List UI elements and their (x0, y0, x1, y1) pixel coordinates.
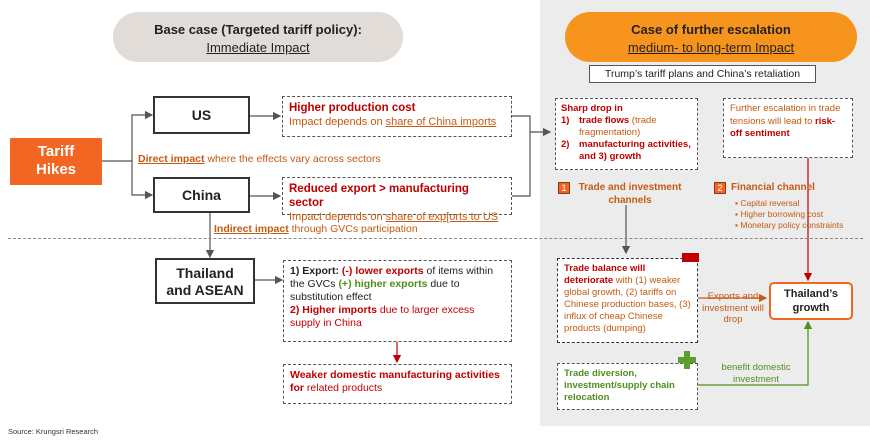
source-note: Source: Krungsri Research (8, 427, 99, 436)
china-node: China (153, 177, 250, 213)
base-case-title: Base case (Targeted tariff policy): (154, 22, 362, 37)
minus-icon (682, 253, 699, 262)
thailand-impact-box: 1) Export: (-) lower exports of items wi… (283, 260, 512, 342)
direct-impact-rest: where the effects vary across sectors (204, 153, 381, 165)
escalation-subtitle: medium- to long-term Impact (627, 40, 795, 55)
china-impact-box: Reduced export > manufacturing sector Im… (282, 177, 512, 223)
thailand-export-point: 1) Export: (-) lower exports of items wi… (290, 265, 494, 303)
risk-off-box: Further escalation in trade tensions wil… (723, 98, 853, 158)
china-impact-link: share of exp[orts to US (385, 211, 499, 223)
thailand-line2: and ASEAN (166, 282, 244, 298)
trade-balance-box: Trade balance will deteriorate with (1) … (557, 258, 698, 343)
bullet-monetary-policy: ▪ Monetary policy constraints (735, 220, 844, 230)
tariff-hikes-box: Tariff Hikes (10, 138, 102, 185)
channel-1-badge: 1 (558, 182, 570, 194)
channel-1-label: Trade and investment channels (578, 182, 682, 206)
direct-impact-label: Direct impact where the effects vary acr… (138, 153, 398, 166)
china-impact-title: Reduced export > manufacturing sector (289, 183, 469, 209)
exports-drop-label: Exports and investment will drop (702, 291, 764, 325)
bullet-capital-reversal: ▪ Capital reversal (735, 198, 800, 208)
bullet-borrowing-cost: ▪ Higher borrowing cost (735, 209, 824, 219)
channel-2-bullets: ▪ Capital reversal ▪ Higher borrowing co… (735, 198, 855, 231)
escalation-title: Case of further escalation (631, 22, 791, 37)
escalation-header: Case of further escalation medium- to lo… (565, 12, 857, 62)
us-impact-box: Higher production cost Impact depends on… (282, 96, 512, 137)
retaliation-label: Trump’s tariff plans and China’s retalia… (589, 65, 816, 83)
growth-line1: Thailand’s (784, 288, 838, 300)
us-node: US (153, 96, 250, 134)
plus-icon (678, 351, 696, 369)
tariff-line2: Hikes (35, 161, 77, 178)
direct-impact-underlined: Direct impact (138, 153, 205, 165)
sharp-drop-item-1: 1) trade flows (trade fragmentation) (561, 115, 657, 138)
trade-diversion-box: Trade diversion, investment/supply chain… (557, 363, 698, 410)
channel-2-label: Financial channel (731, 182, 815, 193)
channel-2-badge: 2 (714, 182, 726, 194)
sharp-drop-title: Sharp drop in (561, 103, 623, 114)
thailand-growth-box: Thailand’s growth (769, 282, 853, 320)
indirect-impact-underlined: Indirect impact (214, 223, 289, 235)
thailand-line1: Thailand (176, 265, 234, 281)
us-impact-text: Impact depends on (289, 116, 386, 128)
sharp-drop-box: Sharp drop in 1) trade flows (trade frag… (555, 98, 698, 170)
indirect-impact-label: Indirect impact through GVCs participati… (214, 223, 474, 236)
indirect-impact-rest: through GVCs participation (288, 223, 418, 235)
base-case-header: Base case (Targeted tariff policy): Imme… (113, 12, 403, 62)
thailand-import-point: 2) Higher imports due to larger excess s… (290, 304, 475, 329)
section-divider (8, 238, 863, 239)
china-impact-text: Impact depends on (289, 211, 386, 223)
growth-line2: growth (792, 302, 830, 314)
benefit-investment-label: benefit domestic investment (721, 362, 791, 385)
us-impact-link: share of China imports (385, 116, 497, 128)
base-case-subtitle: Immediate Impact (206, 40, 310, 55)
weaker-manufacturing-box: Weaker domestic manufacturing activities… (283, 364, 512, 404)
sharp-drop-item-2: 2) manufacturing activities, and 3) grow… (561, 139, 691, 162)
thailand-asean-node: Thailand and ASEAN (155, 258, 255, 304)
us-impact-title: Higher production cost (289, 102, 416, 114)
tariff-line1: Tariff (37, 143, 75, 160)
